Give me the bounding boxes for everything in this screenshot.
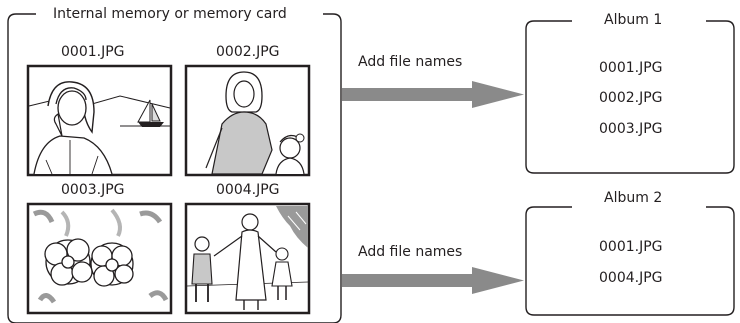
photo-filename: 0002.JPG [216,44,280,60]
album-file: 0001.JPG [599,239,663,255]
mother-and-child-photo [184,64,311,177]
arrow-label: Add file names [358,54,463,70]
family-walking-photo [184,202,311,315]
arrow-to-album-1 [342,81,524,108]
photo-filename: 0004.JPG [216,182,280,198]
photo-filename: 0003.JPG [61,182,125,198]
memory-title: Internal memory or memory card [45,5,295,23]
album-2-frame [525,206,735,316]
album-1-title: Album 1 [604,12,663,28]
flowers-photo [26,202,173,315]
album-file: 0002.JPG [599,90,663,106]
album-file: 0004.JPG [599,270,663,286]
album-file: 0003.JPG [599,121,663,137]
arrow-to-album-2 [342,267,524,294]
album-1-frame [525,20,735,174]
woman-at-lake-photo [26,64,173,177]
album-file: 0001.JPG [599,60,663,76]
memory-frame [7,13,342,323]
arrow-label: Add file names [358,244,463,260]
album-2-title: Album 2 [604,190,663,206]
photo-filename: 0001.JPG [61,44,125,60]
